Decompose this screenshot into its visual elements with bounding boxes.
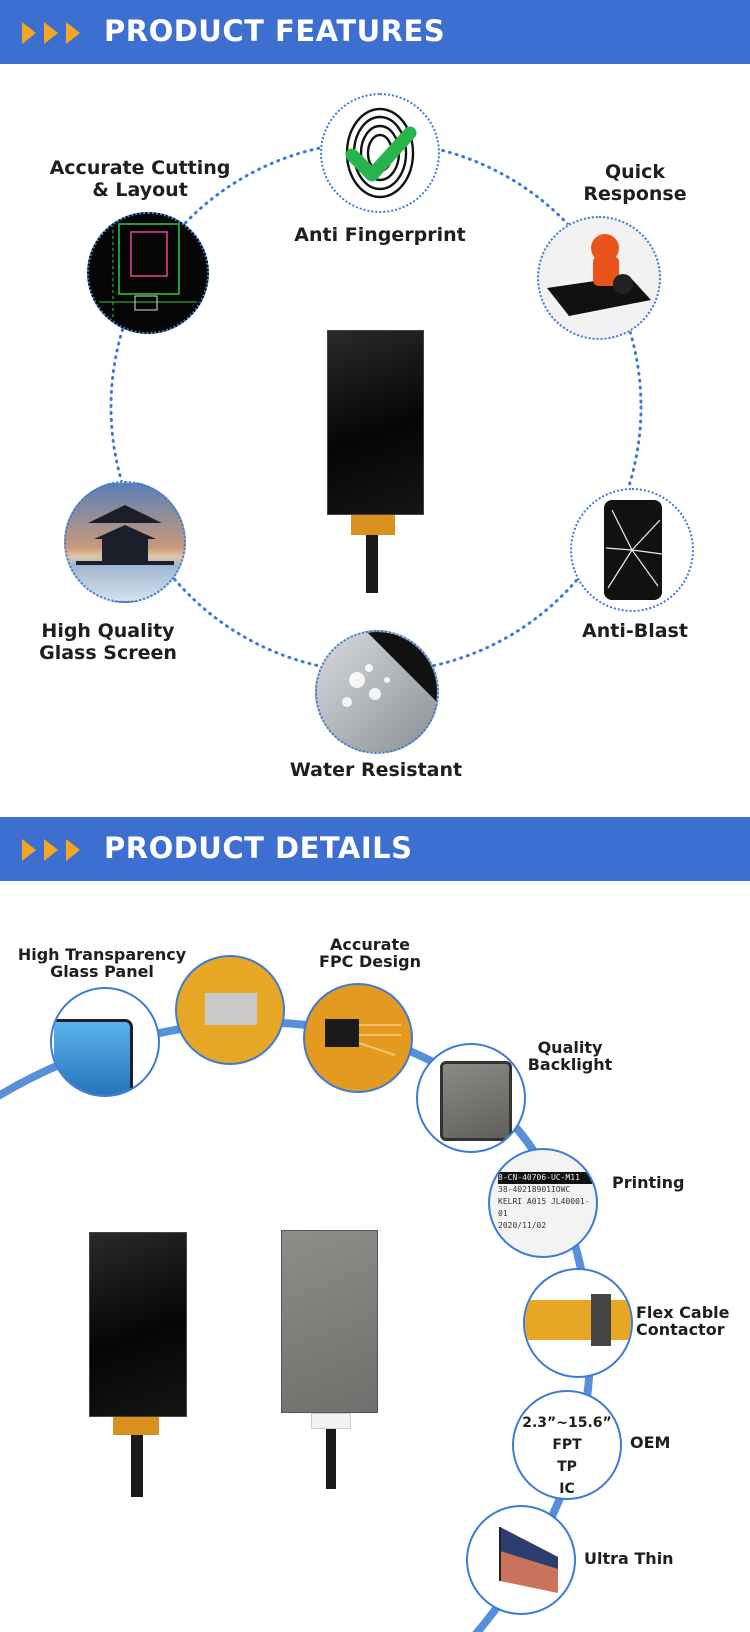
features-banner: PRODUCT FEATURES xyxy=(0,0,750,64)
display-front-image xyxy=(89,1232,187,1502)
chevron-icon xyxy=(44,839,58,861)
motorcycle-screen-icon xyxy=(547,234,651,316)
chevron-icon xyxy=(44,22,58,44)
lcd-display-image xyxy=(327,330,424,593)
print-line: 8-CN-40706-UC-M11 xyxy=(498,1172,594,1184)
flex-cable-circle xyxy=(523,1268,633,1378)
features-title: PRODUCT FEATURES xyxy=(104,14,446,48)
backlight-image xyxy=(440,1061,512,1141)
chevron-icon xyxy=(22,839,36,861)
oem-size: 2.3”~15.6” xyxy=(522,1415,612,1431)
ultra-thin-circle xyxy=(466,1505,576,1615)
details-banner: PRODUCT DETAILS xyxy=(0,817,750,881)
quick-response-circle xyxy=(537,216,661,340)
feature-label: Anti Fingerprint xyxy=(294,224,466,246)
anti-blast-circle xyxy=(570,488,694,612)
cad-layout-circle xyxy=(87,212,209,334)
printing-text: 8-CN-40706-UC-M11 38-40218901IOWC KELRI … xyxy=(498,1172,594,1232)
oem-list: 2.3”~15.6” FPT TP IC xyxy=(514,1412,620,1498)
flex-cable-image xyxy=(525,1300,631,1340)
feature-label: Accurate Cutting& Layout xyxy=(49,157,231,201)
cracked-phone-icon xyxy=(604,500,663,600)
details-title: PRODUCT DETAILS xyxy=(104,831,413,865)
chevron-icon xyxy=(66,22,80,44)
glass-panel-image xyxy=(54,1019,133,1095)
chevron-icon xyxy=(66,839,80,861)
detail-label: Ultra Thin xyxy=(584,1549,674,1568)
chevron-icon xyxy=(22,22,36,44)
detail-label: Printing xyxy=(612,1173,685,1192)
water-resistant-circle xyxy=(315,630,439,754)
glass-panel-circle xyxy=(50,987,160,1097)
oem-circle: 2.3”~15.6” FPT TP IC xyxy=(512,1390,622,1500)
printing-circle: 8-CN-40706-UC-M11 38-40218901IOWC KELRI … xyxy=(488,1148,598,1258)
backlight-circle xyxy=(416,1043,526,1153)
water-drops-icon xyxy=(342,632,437,707)
anti-fingerprint-circle xyxy=(320,93,440,213)
print-line: KELRI A015 JL40001-01 xyxy=(498,1197,590,1218)
circuit-icon xyxy=(325,1019,401,1056)
glass-screen-circle xyxy=(64,481,186,603)
fpc-design-circle xyxy=(303,983,413,1093)
fpc-image xyxy=(205,993,257,1025)
print-line: 38-40218901IOWC xyxy=(498,1185,571,1194)
fpc-circle xyxy=(175,955,285,1065)
pagoda-icon xyxy=(76,505,174,565)
oem-tp: TP xyxy=(557,1459,577,1475)
feature-label: Anti-Blast xyxy=(582,620,688,642)
print-line: 2020/11/02 xyxy=(498,1221,547,1230)
feature-label: Water Resistant xyxy=(289,759,463,781)
oem-fpt: FPT xyxy=(552,1437,582,1453)
display-back-image xyxy=(281,1230,378,1495)
oem-ic: IC xyxy=(559,1481,575,1497)
thin-screen-icon xyxy=(499,1527,558,1593)
fingerprint-check-icon xyxy=(345,107,417,199)
cad-layout-icon xyxy=(99,218,197,324)
detail-label: OEM xyxy=(630,1433,671,1452)
